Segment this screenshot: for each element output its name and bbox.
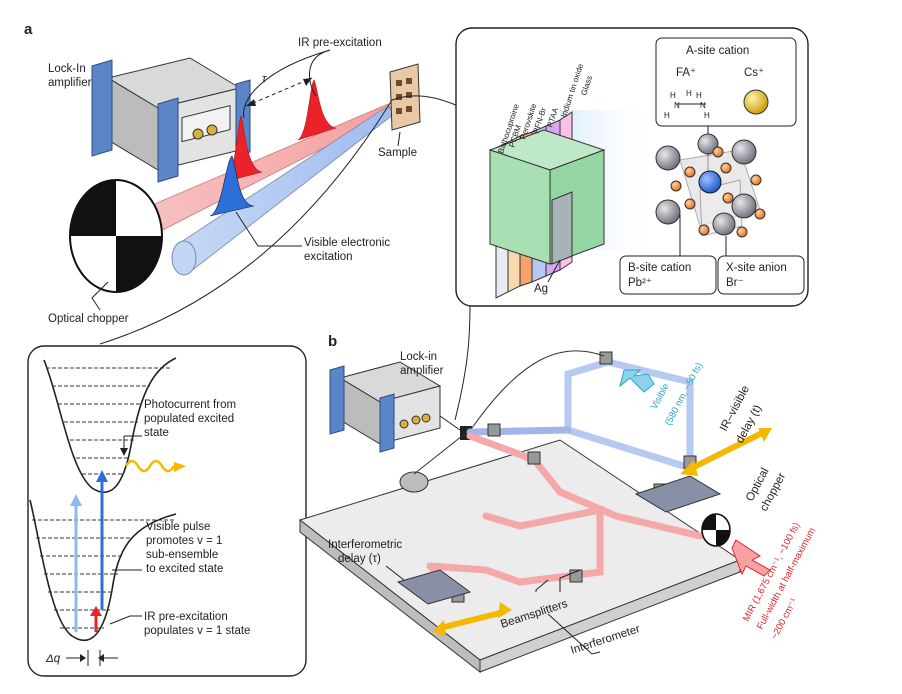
photocurrent-label-1: Photocurrent from bbox=[144, 399, 236, 411]
ag-label: Ag bbox=[534, 283, 548, 295]
tau-arrow bbox=[245, 77, 313, 107]
lens-b bbox=[399, 471, 429, 493]
interf-delay-1: Interferometric bbox=[328, 539, 402, 551]
svg-text:N: N bbox=[674, 101, 680, 110]
cs-label: Cs⁺ bbox=[744, 67, 764, 79]
photocurrent-wiggle bbox=[124, 459, 176, 473]
delay-arrow-interferometric bbox=[432, 602, 512, 636]
visible-pulse bbox=[209, 155, 255, 217]
sample-label: Sample bbox=[378, 147, 417, 159]
lock-in-b-label-2: amplifier bbox=[400, 365, 444, 377]
visible-beam-path bbox=[466, 358, 694, 473]
photocurrent-label-3: state bbox=[144, 427, 169, 439]
fa-label: FA⁺ bbox=[676, 67, 696, 79]
svg-text:H: H bbox=[704, 111, 710, 120]
optical-chopper-b bbox=[701, 513, 731, 547]
visible-pulse-label-1: Visible pulse bbox=[146, 521, 210, 533]
perovskite-crystal bbox=[655, 133, 766, 238]
visible-leader bbox=[235, 211, 302, 247]
b-site-label-2: Pb²⁺ bbox=[628, 277, 652, 289]
svg-text:H: H bbox=[670, 91, 676, 100]
b-site-label-1: B-site cation bbox=[628, 262, 691, 274]
panel-a-letter: a bbox=[24, 21, 33, 38]
x-site-label-1: X-site anion bbox=[726, 262, 787, 274]
lock-in-b-label-1: Lock-in bbox=[400, 351, 437, 363]
svg-text:N: N bbox=[700, 101, 706, 110]
lock-in-amplifier-a bbox=[91, 57, 251, 183]
visible-pulse-label-3: sub-ensemble bbox=[146, 549, 218, 561]
mir-input-arrow bbox=[731, 539, 771, 577]
ir-pulse-2 bbox=[297, 79, 337, 141]
panel-b-letter: b bbox=[328, 333, 337, 350]
x-site-label-2: Br⁻ bbox=[726, 277, 744, 289]
energy-inset bbox=[27, 345, 307, 677]
cs-sphere bbox=[743, 89, 769, 115]
dq-label: Δq bbox=[45, 653, 61, 665]
visible-label-2: excitation bbox=[304, 251, 353, 263]
ir-pre-leader bbox=[308, 49, 331, 97]
interf-delay-2: delay (τ) bbox=[338, 553, 381, 565]
cable-b bbox=[471, 350, 605, 429]
lock-in-label-2: amplifier bbox=[48, 77, 92, 89]
optical-chopper-a bbox=[69, 179, 163, 293]
delay-arrow-ir-visible bbox=[680, 428, 772, 476]
interferometric-delay-stage bbox=[396, 569, 472, 605]
ir-visible-delay-stage bbox=[634, 475, 722, 513]
visible-label-1: Visible electronic bbox=[304, 237, 390, 249]
a-site-title: A-site cation bbox=[686, 45, 749, 57]
svg-text:H: H bbox=[686, 89, 692, 98]
visible-b-label-1: Visible bbox=[649, 382, 672, 412]
connector-a-energy bbox=[99, 99, 393, 345]
lock-in-amplifier-b bbox=[329, 361, 442, 453]
ir-pre-label: IR pre-excitation bbox=[298, 37, 382, 49]
ir-pop-label-1: IR pre-excitation bbox=[144, 611, 228, 623]
svg-text:H: H bbox=[696, 91, 702, 100]
svg-text:H: H bbox=[664, 111, 670, 120]
x-site-box bbox=[717, 255, 805, 295]
b-site-box bbox=[619, 255, 717, 295]
device-stack bbox=[488, 111, 606, 299]
visible-pulse-label-2: promotes v = 1 bbox=[146, 535, 222, 547]
photocurrent-label-2: populated excited bbox=[144, 413, 234, 425]
visible-input-arrow bbox=[619, 369, 655, 393]
chopper-label: Optical chopper bbox=[48, 313, 129, 325]
ir-pop-label-2: populates v = 1 state bbox=[144, 625, 250, 637]
visible-b-label-2: (580 nm, ~50 fs) bbox=[663, 361, 705, 427]
visible-pulse-label-4: to excited state bbox=[146, 563, 223, 575]
lock-in-label-1: Lock-In bbox=[48, 63, 86, 75]
tau-label: τ bbox=[262, 73, 267, 85]
